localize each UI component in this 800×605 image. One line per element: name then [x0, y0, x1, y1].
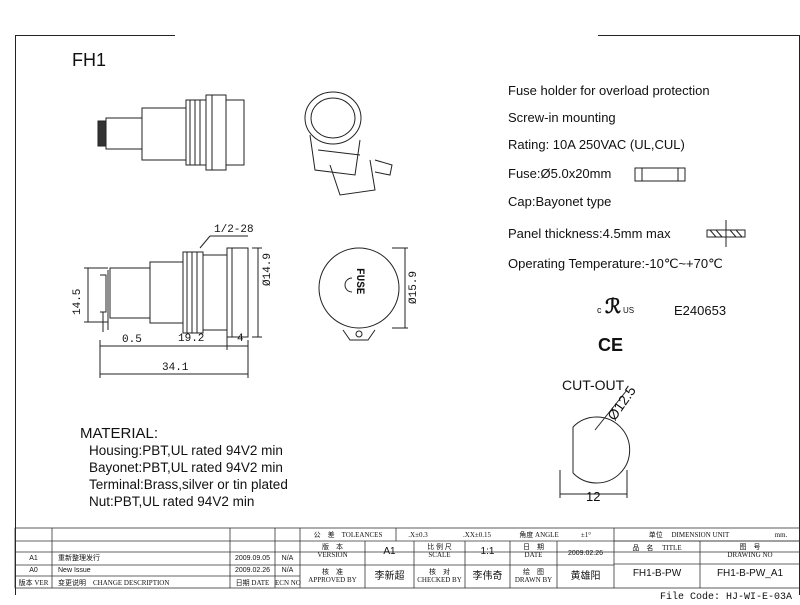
- spec-line: Operating Temperature:-10℃~+70℃: [508, 256, 723, 271]
- rev-header-ver: 版本 VER: [18, 579, 49, 587]
- scale-val: 1:1: [480, 546, 495, 557]
- frame-top-left: [15, 35, 175, 36]
- tol-x: .X±0.3: [408, 531, 428, 539]
- part-code: FH1: [72, 50, 107, 70]
- spec-line: Screw-in mounting: [508, 110, 616, 125]
- title-label: 品 名 TITLE: [632, 544, 682, 552]
- scale-label: 比 例 尺 SCALE: [427, 543, 452, 559]
- panel-thickness-icon: [706, 220, 746, 247]
- drawn-label: 绘 图 DRAWN BY: [514, 568, 553, 584]
- dim-nut-diameter: Ø14.9: [262, 252, 274, 286]
- tolerances-label: 公 差 TOLEANCES: [313, 531, 383, 539]
- checked-val: 李伟奇: [472, 571, 503, 582]
- frame-left: [15, 35, 16, 595]
- dim-total: 34.1: [162, 362, 189, 374]
- cap-front-view: [318, 247, 408, 341]
- spec-line: Fuse:Ø5.0x20mm: [508, 166, 612, 181]
- rev-ecn: N/A: [281, 555, 294, 562]
- approved-val: 李新超: [374, 571, 405, 582]
- ul-file-number: E240653: [674, 303, 727, 318]
- frame-top-right: [598, 35, 800, 36]
- dim-flange: 4: [237, 333, 244, 345]
- dim-thread: 1/2-28: [214, 224, 254, 236]
- unit-val: mm.: [774, 531, 788, 539]
- dim-body: 19.2: [178, 333, 205, 345]
- rev-header-desc: 变更说明 CHANGE DESCRIPTION: [58, 579, 170, 587]
- rev-ver: A1: [29, 555, 38, 562]
- material-item: Bayonet:PBT,UL rated 94V2 min: [89, 460, 283, 475]
- holder-3d-side-view: [97, 94, 245, 171]
- drawing-no-label: 图 号 DRAWING NO: [727, 543, 773, 559]
- cap-fuse-text: FUSE: [353, 268, 365, 295]
- rev-header-ecn: ECN NO: [275, 579, 301, 587]
- file-code: File Code: HJ-WI-E-03A: [659, 592, 792, 603]
- cutout-drawing: [559, 389, 631, 498]
- spec-line: Rating: 10A 250VAC (UL,CUL): [508, 137, 685, 152]
- version-val: A1: [383, 546, 396, 557]
- dim-cap-diameter: Ø15.9: [408, 270, 420, 304]
- drawn-val: 黄雄阳: [570, 571, 601, 582]
- tol-xx: .XX±0.15: [463, 531, 491, 539]
- fuse-icon: [634, 167, 686, 182]
- rev-date: 2009.02.26: [234, 567, 271, 574]
- material-item: Nut:PBT,UL rated 94V2 min: [89, 494, 255, 509]
- spec-line: Cap:Bayonet type: [508, 194, 612, 209]
- material-item: Terminal:Brass,silver or tin plated: [89, 477, 288, 492]
- rev-ecn: N/A: [281, 567, 294, 574]
- ul-mark: c ℛ US: [597, 296, 635, 318]
- material-item: Housing:PBT,UL rated 94V2 min: [89, 443, 283, 458]
- ce-mark: CE: [598, 335, 624, 355]
- material-title: MATERIAL:: [80, 425, 159, 442]
- title-val: FH1-B-PW: [632, 568, 682, 579]
- drawing-no-val: FH1-B-PW_A1: [716, 568, 784, 579]
- dim-height: 14.5: [72, 288, 84, 315]
- angle-label: 角度 ANGLE: [519, 531, 559, 539]
- checked-label: 核 对 CHECKED BY: [417, 568, 462, 584]
- unit-label: 单位 DIMENSION UNIT: [648, 531, 730, 539]
- version-label: 版 本 VERSION: [317, 543, 348, 559]
- spec-line: Panel thickness:4.5mm max: [508, 226, 671, 241]
- rev-date: 2009.09.05: [234, 555, 271, 562]
- spec-line: Fuse holder for overload protection: [508, 83, 710, 98]
- cutout-width: 12: [586, 489, 601, 504]
- approved-label: 核 准 APPROVED BY: [308, 568, 357, 584]
- rev-ver: A0: [29, 567, 38, 574]
- holder-side-dimension-view: [84, 235, 262, 378]
- holder-3d-cap-view: [304, 91, 393, 196]
- date-val: 2009.02.26: [567, 550, 604, 557]
- rev-header-date: 日期 DATE: [235, 579, 270, 587]
- rev-desc: New Issue: [58, 567, 91, 574]
- cutout-label: CUT-OUT: [562, 377, 625, 393]
- dim-terminal: 0.5: [122, 334, 142, 346]
- rev-desc: 重新整理发行: [58, 555, 100, 562]
- angle-val: ±1°: [580, 531, 592, 539]
- date-label: 日 期 DATE: [523, 543, 544, 559]
- title-block-grid: [14, 527, 800, 589]
